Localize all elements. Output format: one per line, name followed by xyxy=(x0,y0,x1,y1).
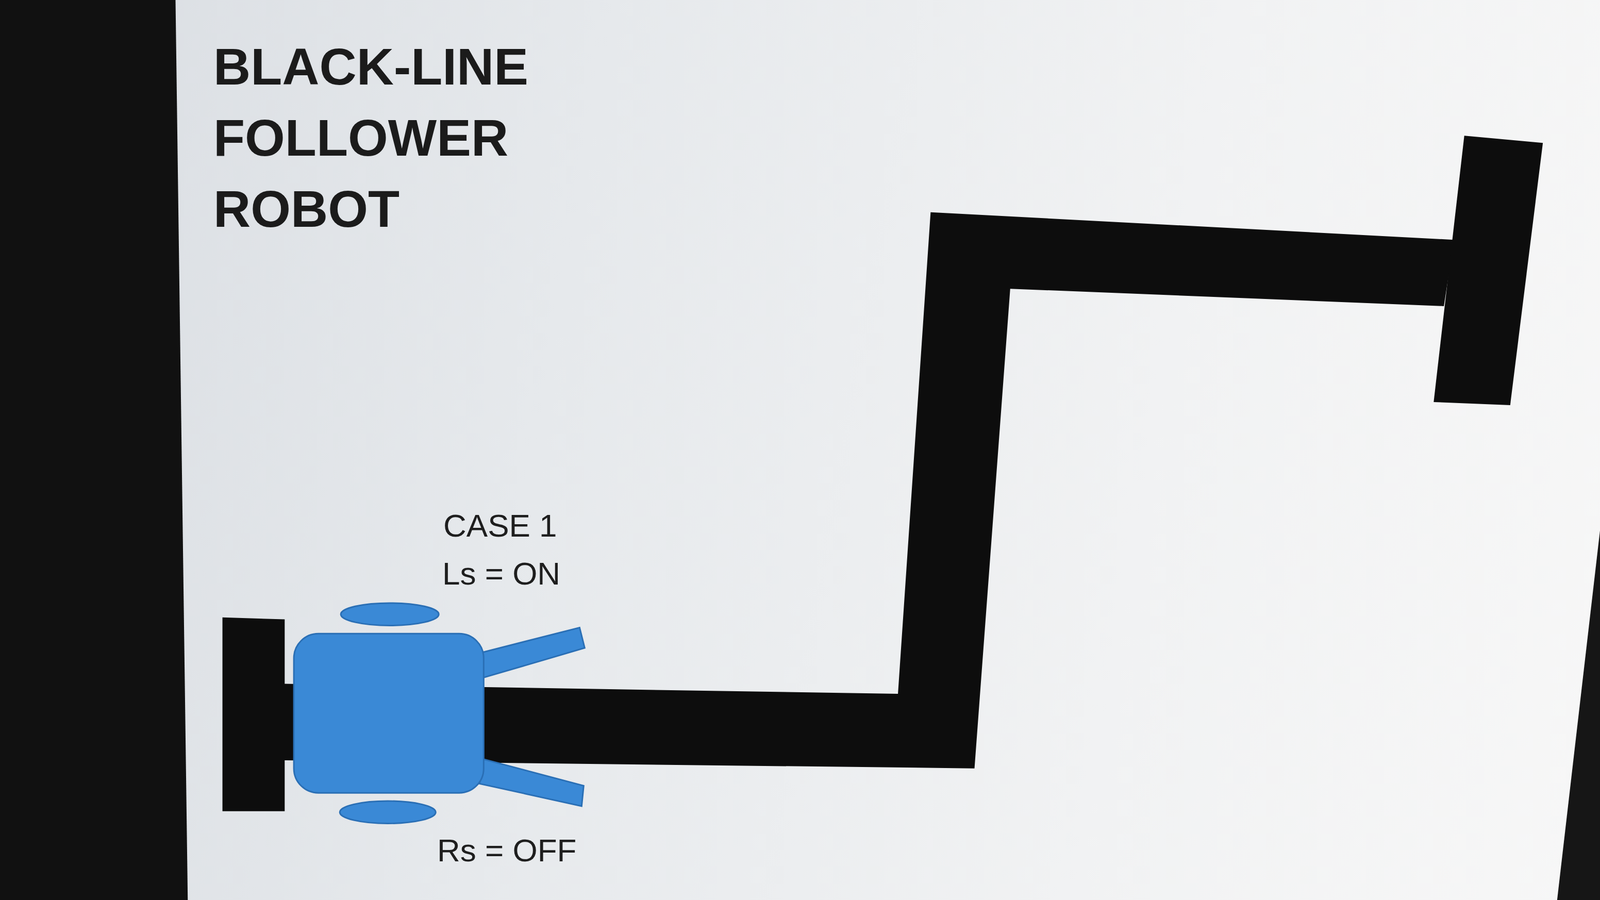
track-start-bar xyxy=(222,617,286,812)
sensor-state: Ls = ON xyxy=(442,554,561,594)
robot-wheel xyxy=(340,603,439,626)
screen-bezel xyxy=(0,0,188,900)
robot-wheel xyxy=(339,801,436,824)
left-sensor-arm xyxy=(479,627,585,678)
case-label: CASE 1 xyxy=(443,506,558,546)
slide-title: BLACK-LINE FOLLOWER ROBOT xyxy=(213,30,575,245)
robot-body xyxy=(293,633,484,793)
sensor-state: Rs = OFF xyxy=(437,830,577,871)
track-end-bar xyxy=(1433,135,1543,406)
screen-bezel xyxy=(1557,530,1600,900)
right-sensor-arm xyxy=(479,759,584,807)
